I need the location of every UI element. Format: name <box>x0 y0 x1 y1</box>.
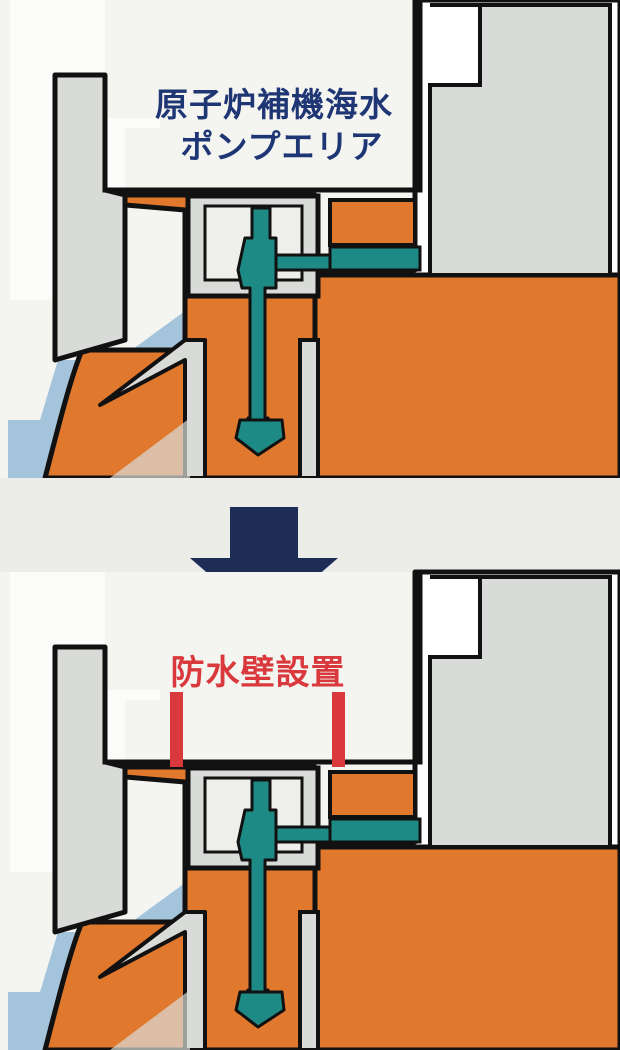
pump-area-cross-section-with-wall <box>0 572 620 1050</box>
down-arrow-icon <box>190 507 338 622</box>
wall-installation-label: 防水壁設置 <box>170 653 346 693</box>
panel-after <box>0 572 620 1050</box>
panel-before <box>0 0 620 478</box>
pump-area-cross-section <box>0 0 620 478</box>
flood-wall-left <box>170 692 183 767</box>
area-label-line1: 原子炉補機海水 <box>155 85 393 124</box>
area-label-line2: ポンプエリア <box>180 127 384 166</box>
flood-wall-right <box>332 692 345 767</box>
